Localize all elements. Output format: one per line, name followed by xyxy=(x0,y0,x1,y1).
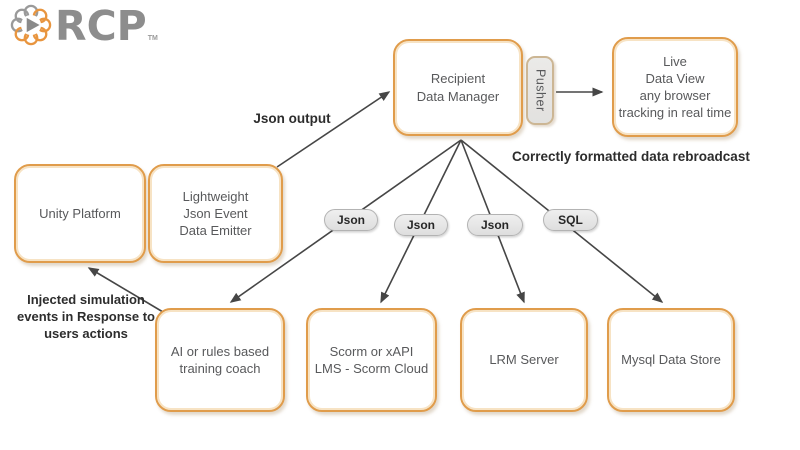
node-mysql-data-store: Mysql Data Store xyxy=(607,308,735,412)
node-json-event-emitter: Lightweight Json Event Data Emitter xyxy=(148,164,283,263)
pill-json-2: Json xyxy=(394,214,448,236)
arrow-feedback-to-unity xyxy=(87,267,164,313)
node-label: Pusher xyxy=(533,69,548,112)
pill-sql: SQL xyxy=(543,209,598,231)
node-label: LRM Server xyxy=(489,352,559,368)
node-scorm-lms: Scorm or xAPI LMS - Scorm Cloud xyxy=(306,308,437,412)
node-lrm-server: LRM Server xyxy=(460,308,588,412)
node-pusher: Pusher xyxy=(526,56,554,125)
pill-json-3: Json xyxy=(467,214,523,236)
node-ai-training-coach: AI or rules based training coach xyxy=(155,308,285,412)
logo-wordmark: RCP xyxy=(55,2,147,50)
label-rebroadcast: Correctly formatted data rebroadcast xyxy=(512,149,750,164)
node-label: Lightweight Json Event Data Emitter xyxy=(179,188,252,239)
node-label: Unity Platform xyxy=(39,205,121,221)
pill-label: Json xyxy=(336,213,365,227)
node-recipient-data-manager: Recipient Data Manager xyxy=(393,39,523,136)
play-icon xyxy=(26,17,40,33)
arrow-json-output xyxy=(276,91,391,168)
pill-label: SQL xyxy=(558,213,583,227)
node-label: Live Data View any browser tracking in r… xyxy=(618,53,732,121)
node-label: Scorm or xAPI LMS - Scorm Cloud xyxy=(314,343,429,376)
pill-label: Json xyxy=(406,218,435,232)
pill-label: Json xyxy=(480,218,509,232)
node-label: AI or rules based training coach xyxy=(170,343,270,376)
label-injected-events: Injected simulation events in Response t… xyxy=(17,292,155,341)
node-unity-platform: Unity Platform xyxy=(14,164,146,263)
node-live-data-view: Live Data View any browser tracking in r… xyxy=(612,37,738,137)
node-label: Recipient Data Manager xyxy=(416,71,500,104)
node-label: Mysql Data Store xyxy=(621,352,721,368)
pill-json-1: Json xyxy=(324,209,378,231)
logo-trademark: TM xyxy=(147,35,158,42)
brain-play-icon xyxy=(10,4,52,46)
label-json-output: Json output xyxy=(253,111,331,126)
rcp-logo: RCP TM xyxy=(10,4,158,48)
